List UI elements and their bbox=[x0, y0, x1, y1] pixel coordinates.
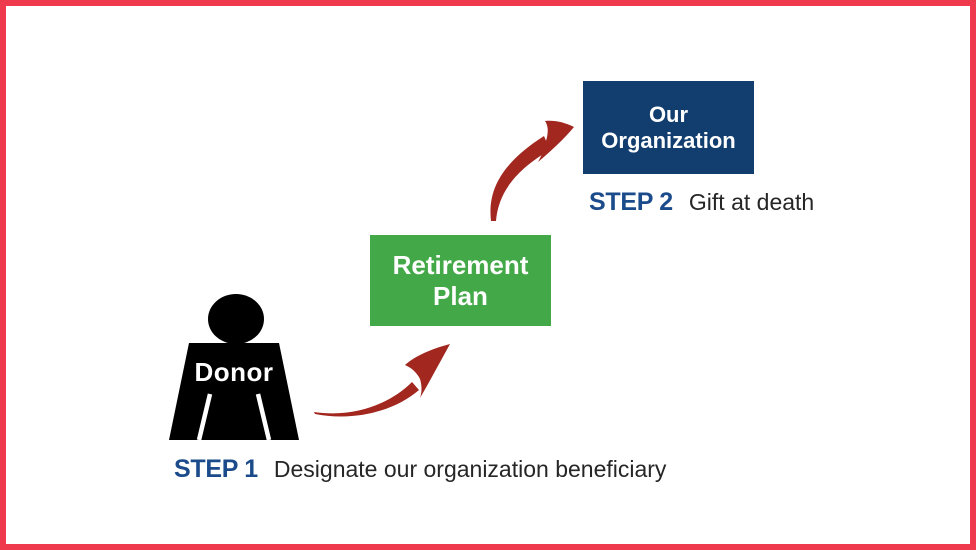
step2-label: STEP 2 bbox=[589, 188, 673, 216]
retirement-plan-label: Retirement Plan bbox=[392, 249, 529, 311]
step2-caption: STEP 2 Gift at death bbox=[589, 188, 814, 217]
donor-left-arm-slit bbox=[196, 393, 213, 440]
donor-right-arm-slit bbox=[255, 393, 272, 440]
our-organization-box: Our Organization bbox=[583, 81, 754, 174]
donor-label: Donor bbox=[194, 357, 274, 387]
donor-head-icon bbox=[208, 294, 264, 344]
step1-label: STEP 1 bbox=[174, 455, 258, 483]
donor-person-icon bbox=[169, 294, 299, 440]
step1-description: Designate our organization beneficiary bbox=[273, 456, 667, 482]
donor-body-icon bbox=[169, 343, 299, 440]
step1-caption: STEP 1 Designate our organization benefi… bbox=[174, 455, 666, 484]
our-organization-label: Our Organization bbox=[601, 101, 736, 153]
curved-arrow-step2-icon bbox=[490, 120, 574, 221]
retirement-plan-box: Retirement Plan bbox=[370, 235, 551, 326]
step2-description: Gift at death bbox=[688, 189, 815, 215]
curved-arrow-step1-icon bbox=[314, 344, 450, 417]
